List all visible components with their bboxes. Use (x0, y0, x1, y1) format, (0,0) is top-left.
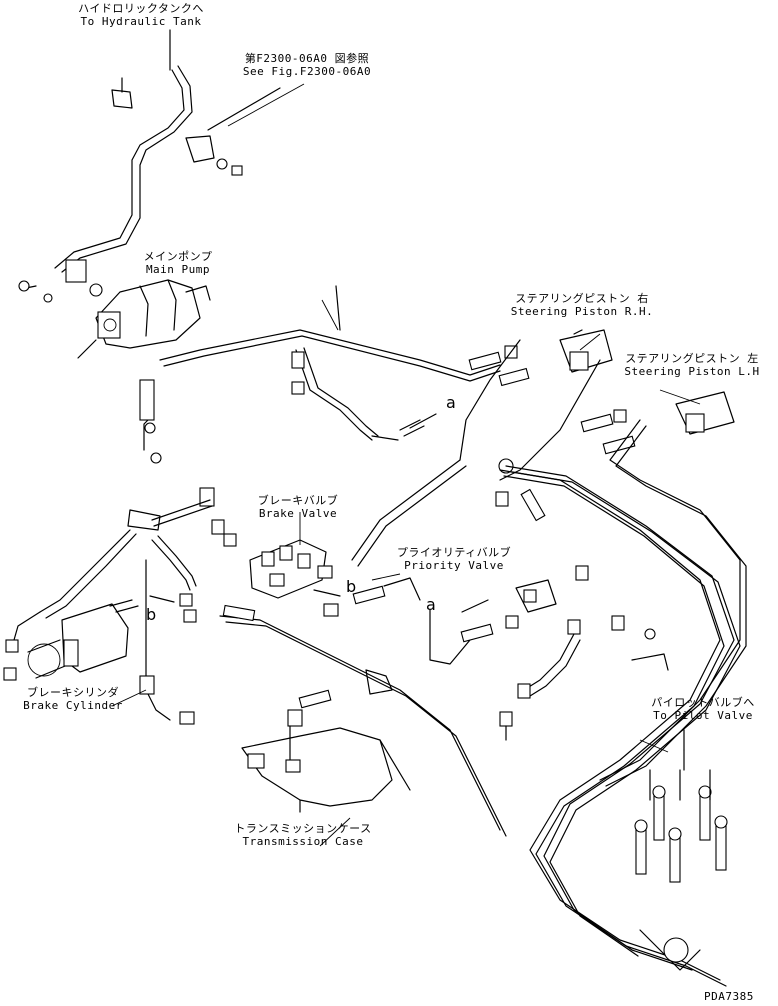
label-steering-rh-jp: ステアリングピストン 右 (515, 292, 649, 305)
label-brake-valve-en: Brake Valve (258, 507, 338, 520)
pilot-hose-bundle (499, 469, 721, 981)
label-main-pump: メインポンプ Main Pump (128, 250, 228, 276)
pipe-clamp (111, 89, 133, 109)
label-transmission-case: トランスミッションケース Transmission Case (208, 822, 398, 848)
priority-valve (515, 579, 557, 613)
marker-a-lower: a (426, 595, 437, 614)
flow-arrow-b2 (149, 595, 175, 603)
o-ring (89, 283, 103, 297)
main-pump (95, 279, 211, 349)
marker-a-upper: a (446, 393, 457, 412)
steering-piston-lh (675, 391, 735, 435)
pump-to-steering-hose (159, 329, 501, 376)
label-brake-cylinder-en: Brake Cylinder (23, 699, 123, 712)
label-steering-lh-en: Steering Piston L.H (624, 365, 760, 378)
label-hydraulic-tank-jp: ハイドロリックタンクへ (78, 2, 204, 15)
flow-arrow-a2 (461, 599, 489, 613)
marker-b-right: b (346, 577, 357, 596)
label-pilot-valve-en: To Pilot Valve (653, 709, 753, 722)
fitting (468, 351, 502, 371)
bundle-clamp (663, 937, 689, 963)
brake-supply-hose (295, 349, 373, 441)
pilot-fitting (635, 825, 647, 875)
label-hydraulic-tank: ハイドロリックタンクへ To Hydraulic Tank (56, 2, 226, 28)
label-brake-valve: ブレーキバルブ Brake Valve (238, 494, 358, 520)
label-priority-valve-en: Priority Valve (404, 559, 504, 572)
bolt-head (18, 280, 30, 292)
label-main-pump-jp: メインポンプ (143, 250, 213, 263)
nut (231, 165, 243, 176)
steering-piston-rh (559, 329, 613, 373)
fitting (199, 487, 215, 507)
flow-arrow-b1 (313, 589, 341, 597)
label-steering-lh-jp: ステアリングピストン 左 (625, 352, 759, 365)
label-transmission-case-jp: トランスミッションケース (234, 822, 372, 835)
label-pilot-valve: パイロットバルブへ To Pilot Valve (628, 696, 778, 722)
transmission-case (241, 727, 411, 813)
label-hydraulic-tank-en: To Hydraulic Tank (80, 15, 202, 28)
label-pilot-valve-jp: パイロットバルブへ (651, 696, 755, 709)
label-transmission-case-en: Transmission Case (242, 835, 364, 848)
brake-cylinder (27, 599, 139, 679)
label-see-fig-en: See Fig.F2300-06A0 (242, 65, 372, 78)
label-steering-rh: ステアリングピストン 右 Steering Piston R.H. (484, 292, 680, 318)
tank-return-pipe (54, 69, 185, 269)
label-brake-valve-jp: ブレーキバルブ (257, 494, 339, 507)
label-steering-lh: ステアリングピストン 左 Steering Piston L.H (608, 352, 776, 378)
label-priority-valve-jp: プライオリティバルブ (396, 546, 512, 559)
pump-outlet-fitting (139, 379, 155, 421)
label-brake-cylinder: ブレーキシリンダ Brake Cylinder (8, 686, 138, 712)
bolt-washer (43, 293, 53, 303)
brake-pipe (151, 539, 191, 591)
label-brake-cylinder-jp: ブレーキシリンダ (27, 686, 119, 699)
bracket (185, 135, 215, 163)
label-main-pump-en: Main Pump (145, 263, 211, 276)
drawing-id: PDA7385 (704, 990, 754, 1003)
tee-junction (127, 509, 161, 531)
pipe-flange (65, 259, 87, 283)
label-see-fig: 第F2300-06A0 図参照 See Fig.F2300-06A0 (222, 52, 392, 78)
marker-b-left: b (146, 605, 157, 624)
brake-valve (249, 539, 327, 599)
label-steering-rh-en: Steering Piston R.H. (510, 305, 654, 318)
flow-arrow-a1 (409, 413, 437, 429)
label-priority-valve: プライオリティバルブ Priority Valve (384, 546, 524, 572)
label-see-fig-jp: 第F2300-06A0 図参照 (244, 52, 370, 65)
washer (216, 158, 228, 170)
